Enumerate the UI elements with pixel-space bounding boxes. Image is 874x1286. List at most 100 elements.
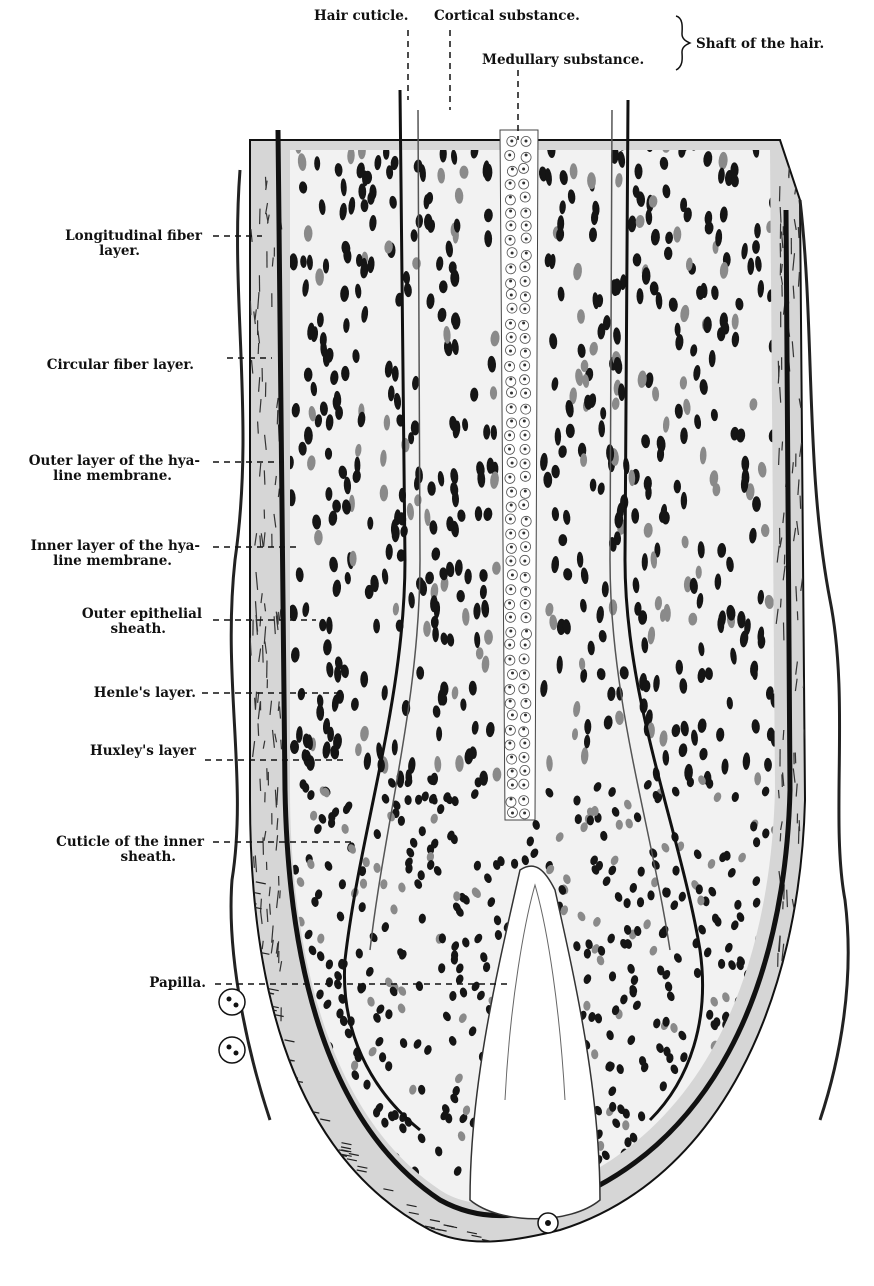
medulla-cell-nucleus [522, 728, 525, 731]
fiber-stroke [796, 160, 798, 178]
cell-nucleus [698, 1144, 707, 1155]
label-line: sheath. [82, 622, 202, 637]
medulla-cell-nucleus [508, 476, 511, 479]
cell-nucleus [735, 1085, 743, 1096]
medulla-cell-nucleus [510, 336, 513, 339]
medulla-cell-nucleus [523, 756, 526, 759]
medulla-cell-nucleus [523, 560, 526, 563]
fiber-stroke [250, 301, 251, 315]
cell-nucleus [355, 123, 364, 139]
medulla-cell-nucleus [509, 588, 512, 591]
fiber-stroke [783, 1008, 784, 1025]
fiber-stroke [806, 968, 807, 982]
medulla-cell-nucleus [509, 350, 512, 353]
fiber-stroke [736, 1121, 746, 1123]
fiber-stroke [782, 1016, 792, 1018]
fiber-stroke [809, 925, 819, 927]
medulla-cell-nucleus [508, 658, 511, 661]
cell-nucleus [312, 113, 319, 130]
fiber-stroke [744, 1110, 754, 1112]
fiber-stroke [612, 1231, 622, 1233]
fiber-stroke [598, 1233, 608, 1235]
medulla-cell-nucleus [509, 196, 512, 199]
cell-nucleus [315, 268, 324, 285]
medulla-cell-nucleus [522, 784, 525, 787]
medulla-cell-nucleus [511, 714, 514, 717]
medulla-cell [519, 796, 529, 806]
fiber-stroke [260, 987, 261, 1004]
free-cell [219, 989, 245, 1015]
cell-nucleus [688, 1153, 699, 1165]
cell-nucleus [552, 124, 561, 140]
medulla-cell-nucleus [511, 672, 514, 675]
label-line: Henle's layer. [94, 686, 196, 701]
cell-nucleus [337, 1213, 347, 1225]
medulla-cell-nucleus [511, 574, 514, 577]
medulla-cell-nucleus [508, 154, 511, 157]
fiber-stroke [280, 890, 281, 898]
fiber-stroke [794, 967, 804, 969]
label-medullary-substance: Medullary substance. [482, 53, 644, 68]
label-line: Cuticle of the inner [56, 835, 204, 850]
fiber-stroke [258, 343, 259, 354]
fiber-stroke [787, 1026, 788, 1036]
medulla-cell-nucleus [525, 252, 528, 255]
cell-nucleus [609, 1102, 616, 1112]
medulla-cell-nucleus [522, 686, 525, 689]
cell-nucleus [754, 1089, 765, 1101]
label-line: Outer layer of the hya- [29, 454, 200, 469]
medulla-cell-nucleus [511, 252, 514, 255]
fiber-stroke [779, 1066, 781, 1079]
cell-nucleus [691, 1190, 699, 1200]
medulla-cell-nucleus [511, 770, 514, 773]
medulla-cell-nucleus [523, 308, 526, 311]
fiber-stroke [646, 1211, 656, 1213]
cell-nucleus [349, 551, 356, 567]
cell-nucleus [654, 1182, 663, 1193]
medulla-cell-nucleus [525, 630, 528, 633]
medulla-cell-nucleus [510, 798, 513, 801]
label-line: Longitudinal fiber [65, 229, 202, 244]
cell-nucleus [646, 1196, 653, 1206]
fiber-stroke [492, 1245, 502, 1247]
fiber-stroke [661, 1200, 671, 1202]
fiber-stroke [783, 1020, 793, 1022]
medulla-cell-nucleus [511, 462, 514, 465]
fiber-stroke [709, 1152, 719, 1154]
free-cell-nucleus [234, 1003, 239, 1008]
fiber-stroke [576, 1243, 586, 1245]
cell-nucleus [624, 1137, 631, 1147]
medulla-cell-nucleus [508, 448, 511, 451]
cell-nucleus [367, 517, 373, 530]
label-line: line membrane. [31, 554, 200, 569]
medulla-cell-nucleus [509, 238, 512, 241]
label-line: Outer epithelial [82, 607, 202, 622]
fiber-stroke [806, 941, 807, 955]
cell-nucleus [759, 1043, 770, 1055]
fiber-stroke [783, 1035, 793, 1037]
fiber-stroke [266, 1040, 267, 1057]
fiber-stroke [783, 730, 784, 740]
cell-nucleus [706, 779, 713, 789]
outer-wavy-edge-right [800, 200, 848, 1120]
medulla-cell-nucleus [522, 182, 525, 185]
cell-nucleus [293, 1145, 301, 1156]
cell-nucleus [363, 115, 370, 133]
medulla-cell-nucleus [524, 406, 527, 409]
fiber-stroke [262, 1072, 263, 1085]
fiber-stroke [805, 555, 806, 564]
fiber-stroke [782, 1023, 784, 1036]
medulla-cell-nucleus [511, 168, 514, 171]
medulla-cell-nucleus [524, 700, 527, 703]
fiber-stroke [809, 900, 819, 902]
cell-nucleus [718, 1209, 729, 1221]
fiber-stroke [800, 496, 801, 509]
medulla-cell-nucleus [510, 420, 513, 423]
cell-nucleus [734, 1105, 745, 1117]
cell-nucleus [747, 1066, 757, 1078]
label-line: line membrane. [29, 469, 200, 484]
medulla-cell-nucleus [522, 532, 525, 535]
cell-nucleus [288, 1144, 299, 1156]
fiber-stroke [809, 925, 819, 927]
